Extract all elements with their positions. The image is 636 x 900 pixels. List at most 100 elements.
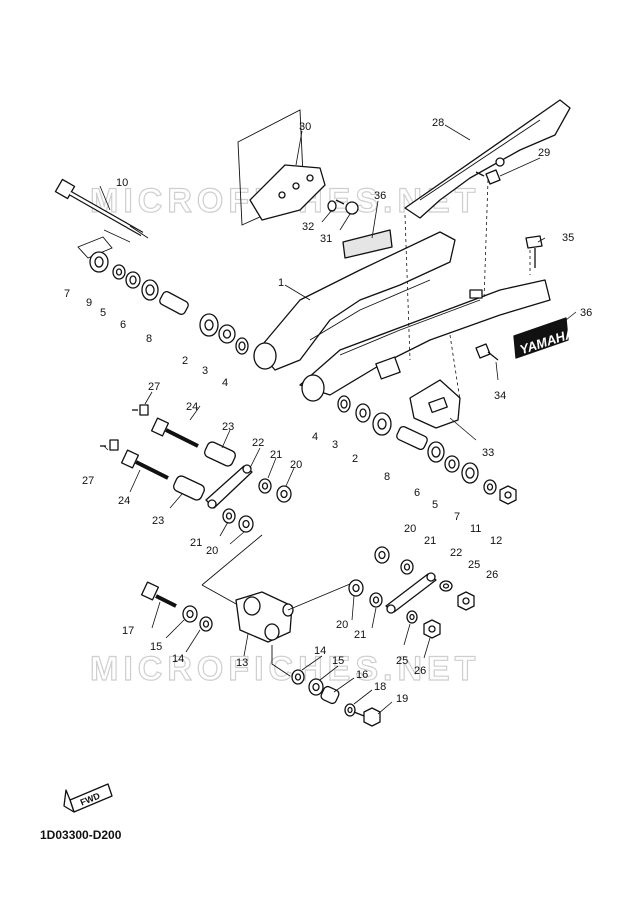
relay-arm-22b[interactable] [385,572,437,614]
seal-4b[interactable] [337,395,351,413]
collar-20d[interactable] [374,546,390,564]
collar-16[interactable] [320,685,340,705]
diagram-code: 1D03300-D200 [40,828,122,842]
collar-8b[interactable] [395,425,428,451]
relay-outline-d [287,583,351,611]
bushing-21d[interactable] [400,559,414,575]
callout-22b: 22 [450,547,462,559]
grease-nipple-27b[interactable] [100,439,119,451]
callout-16: 16 [356,669,368,681]
grease-nipple-27a[interactable] [132,404,149,416]
washer-18[interactable] [344,703,356,717]
collar-15a[interactable] [182,605,198,623]
callout-18: 18 [374,681,386,693]
callout-24b: 24 [118,495,130,507]
collar-20c[interactable] [348,579,364,597]
chain-case-28[interactable] [404,99,571,219]
callout-17: 17 [122,625,134,637]
kit-outline [77,236,113,259]
bushing-21b[interactable] [222,508,236,524]
callout-14a: 14 [172,653,184,665]
callout-21b: 21 [190,537,202,549]
bolt-29[interactable] [475,169,501,185]
nut-26a[interactable] [457,591,475,611]
collar-20b[interactable] [238,515,254,533]
bolt-34[interactable] [475,343,499,361]
bearing-5a[interactable] [125,271,141,289]
bolt-24b[interactable] [120,449,169,480]
bearing-6b[interactable] [427,441,445,463]
washer-25b[interactable] [406,610,418,624]
collar-8a[interactable] [158,290,189,316]
callout-6b: 6 [414,487,420,499]
callout-7a: 7 [64,288,70,300]
nut-26b[interactable] [423,619,441,639]
callout-24a: 24 [186,401,198,413]
callout-31: 31 [320,233,332,245]
callout-20b: 20 [206,545,218,557]
leader-lines [99,124,577,715]
washer-25a[interactable] [439,580,453,592]
callout-21a: 21 [270,449,282,461]
relay-outline-b [201,584,239,606]
bearing-5b[interactable] [444,455,460,473]
seal-4a[interactable] [235,337,249,355]
callout-25a: 25 [468,559,480,571]
collar-23b[interactable] [172,474,206,501]
callout-labels: 30 28 29 10 36 32 31 35 7 9 5 6 8 1 36 2… [64,117,592,705]
bushing-3a[interactable] [218,324,236,344]
callout-35: 35 [562,232,574,244]
callout-20a: 20 [290,459,302,471]
collar-15b[interactable] [308,678,324,696]
callout-26a: 26 [486,569,498,581]
collar-20a[interactable] [276,485,292,503]
bolt-17[interactable] [140,581,177,608]
callout-20d: 20 [336,619,348,631]
bushing-2b[interactable] [372,412,392,436]
callout-22a: 22 [252,437,264,449]
swingarm-1[interactable] [253,231,551,402]
collar-23a[interactable] [203,440,237,467]
callout-30: 30 [299,121,311,133]
relay-arm-22a[interactable] [205,464,253,509]
relay-outline-c [271,645,291,677]
bushing-21c[interactable] [369,592,383,608]
watermark-bottom: MICROFICHES.NET [90,650,480,688]
washer-9[interactable] [112,264,126,280]
callout-8b: 8 [384,471,390,483]
oil-seal-7b[interactable] [461,462,479,484]
guard-33[interactable] [409,379,461,429]
callout-5a: 5 [100,307,106,319]
nut-12[interactable] [499,485,517,505]
oil-seal-7a[interactable] [89,251,109,273]
bushing-21a[interactable] [258,478,272,494]
dash-1 [404,214,411,361]
bolt-31[interactable] [335,199,359,215]
callout-26b: 26 [414,665,426,677]
callout-34: 34 [494,390,506,402]
callout-15b: 15 [332,655,344,667]
label-36a[interactable] [342,229,393,259]
bolt-24a[interactable] [150,417,199,448]
washer-32[interactable] [327,200,337,212]
washer-11[interactable] [483,479,497,495]
bearing-6a[interactable] [141,279,159,301]
relay-13[interactable] [235,591,294,643]
callout-27a: 27 [148,381,160,393]
yamaha-logo-36[interactable]: YAMAHA [513,317,576,359]
pivot-shaft-10[interactable] [54,178,149,239]
bushing-14a[interactable] [199,616,213,632]
bushing-14b[interactable] [291,669,305,685]
bushing-3b[interactable] [355,403,371,423]
callout-3b: 3 [332,439,338,451]
callout-29: 29 [538,147,550,159]
bushing-2a[interactable] [199,313,219,337]
callout-19: 19 [396,693,408,705]
callout-2a: 2 [182,355,188,367]
callout-36a: 36 [374,190,386,202]
callout-36b: 36 [580,307,592,319]
bolt-19[interactable] [353,707,381,727]
bolt-35[interactable] [525,235,543,268]
chain-guide-30[interactable] [249,164,326,221]
